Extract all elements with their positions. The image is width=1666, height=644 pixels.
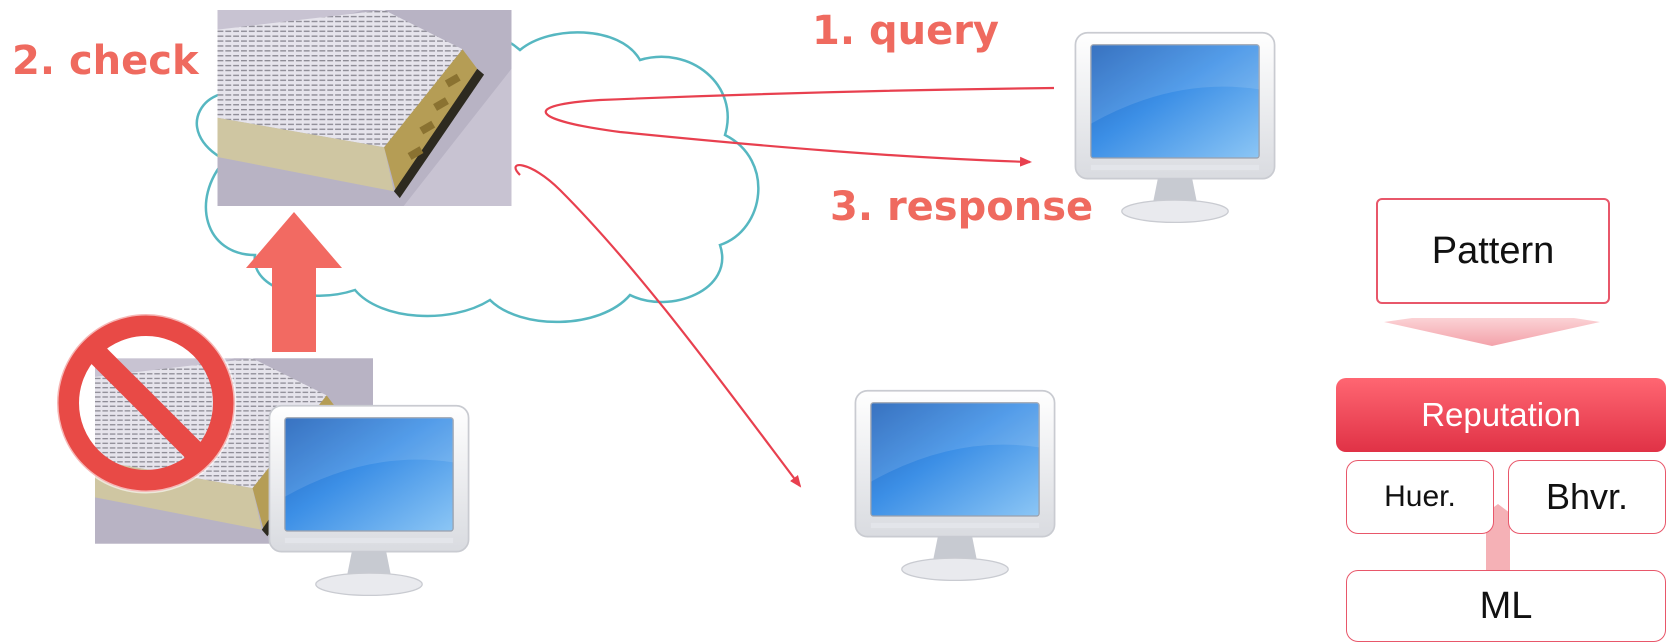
pattern-to-reputation-arrow — [1384, 318, 1600, 346]
ml-box: ML — [1346, 570, 1666, 642]
pattern-box: Pattern — [1376, 198, 1610, 304]
heuristic-box: Huer. — [1346, 460, 1494, 534]
upload-arrow — [246, 212, 342, 352]
client-monitor-top-icon — [1074, 31, 1276, 224]
database-book-icon — [217, 10, 512, 206]
step-check-label: 2. check — [12, 38, 199, 84]
distribution-arrow — [514, 164, 802, 488]
query-response-arrow — [544, 86, 1055, 167]
client-monitor-local-icon — [268, 404, 470, 597]
step-response-label: 3. response — [830, 184, 1094, 230]
prohibition-sign-icon — [55, 312, 237, 494]
behavior-box: Bhvr. — [1508, 460, 1666, 534]
client-monitor-bottom-icon — [854, 389, 1056, 582]
step-query-label: 1. query — [812, 8, 999, 54]
reputation-box: Reputation — [1336, 378, 1666, 452]
